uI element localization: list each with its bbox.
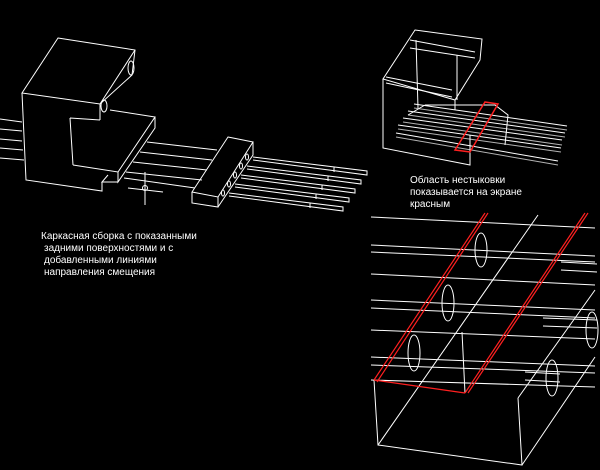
caption-line: Область нестыковки [410, 175, 506, 186]
caption-line: добавленными линиями [44, 255, 157, 266]
caption-line: красным [410, 199, 451, 210]
wireframe-caption: Каркасная сборка с показанными задними п… [41, 231, 197, 279]
caption-line: направления смещения [44, 267, 156, 278]
pin-rod [246, 165, 362, 185]
caption-line: показывается на экране [410, 187, 522, 198]
detail-view [370, 212, 599, 466]
pin-rod [240, 174, 356, 194]
pin-rod [228, 192, 344, 212]
pin-rod [234, 183, 350, 203]
pin-rod [252, 156, 368, 176]
assembly-overview [382, 29, 568, 166]
caption-line: задними поверхностями и с [44, 243, 174, 254]
mismatch-caption: Область нестыковки показывается на экран… [410, 175, 522, 211]
caption-line: Каркасная сборка с показанными [41, 231, 197, 242]
wireframe-assembly [0, 37, 368, 212]
